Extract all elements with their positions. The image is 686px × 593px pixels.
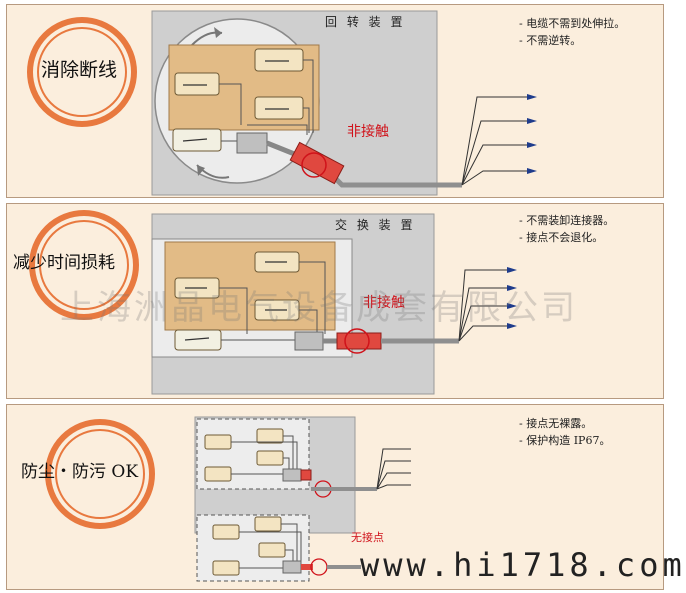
note-item: 接点不会退化。 bbox=[519, 229, 614, 246]
output-arrows bbox=[507, 267, 517, 329]
connector-module bbox=[236, 132, 268, 154]
coupler-highlight bbox=[344, 328, 370, 354]
title-ring bbox=[27, 17, 137, 127]
panel-title: 减少时间损耗 bbox=[13, 253, 115, 273]
panel-title: 消除断线 bbox=[41, 59, 118, 81]
panel-dust-proof: 防尘・防污 OK bbox=[6, 404, 664, 590]
device-label: 回 转 装 置 bbox=[325, 15, 406, 29]
signal-lines bbox=[458, 269, 507, 342]
note-item: 不需逆转。 bbox=[519, 32, 625, 49]
note-item: 电缆不需到处伸拉。 bbox=[519, 15, 625, 32]
contactless-coupler bbox=[289, 141, 345, 185]
switch-block bbox=[204, 428, 284, 482]
sealed-device-diagram bbox=[194, 416, 411, 582]
no-contact-label: 无接点 bbox=[351, 531, 384, 544]
coupler-highlight bbox=[301, 152, 327, 178]
panel-title: 防尘・防污 OK bbox=[21, 462, 139, 482]
company-watermark: 上海洲晶电气设备成套有限公司 bbox=[60, 288, 578, 328]
signal-lines bbox=[461, 96, 527, 186]
switch-block bbox=[212, 516, 286, 576]
contactless-coupler bbox=[300, 469, 312, 481]
rotation-device-diagram bbox=[151, 10, 537, 196]
title-ring bbox=[29, 210, 139, 320]
non-contact-label: 非接触 bbox=[347, 124, 389, 140]
signal-lines bbox=[376, 448, 411, 490]
feature-notes: 不需装卸连接器。 接点不会退化。 bbox=[519, 212, 614, 246]
feature-notes: 电缆不需到处伸拉。 不需逆转。 bbox=[519, 15, 625, 49]
panel-eliminate-breakage: 消除断线 bbox=[6, 4, 664, 198]
note-item: 保护构造 IP67。 bbox=[519, 432, 610, 449]
connector-module bbox=[282, 560, 302, 574]
connector-module bbox=[294, 331, 324, 351]
contactless-coupler bbox=[336, 332, 382, 350]
connector-module bbox=[282, 468, 302, 482]
note-item: 不需装卸连接器。 bbox=[519, 212, 614, 229]
device-label: 交 换 装 置 bbox=[335, 218, 416, 232]
feature-notes: 接点无裸露。 保护构造 IP67。 bbox=[519, 415, 610, 449]
non-contact-label: 非接触 bbox=[363, 295, 405, 311]
panel-reduce-time-loss: 减少时间损耗 交 换 装 置 非接触 bbox=[6, 203, 664, 399]
output-arrows bbox=[527, 94, 537, 174]
coupler-highlight bbox=[310, 558, 328, 576]
site-watermark: www.hi1718.com bbox=[360, 546, 686, 584]
exchange-device-diagram bbox=[151, 213, 517, 395]
title-ring bbox=[45, 419, 155, 529]
note-item: 接点无裸露。 bbox=[519, 415, 610, 432]
